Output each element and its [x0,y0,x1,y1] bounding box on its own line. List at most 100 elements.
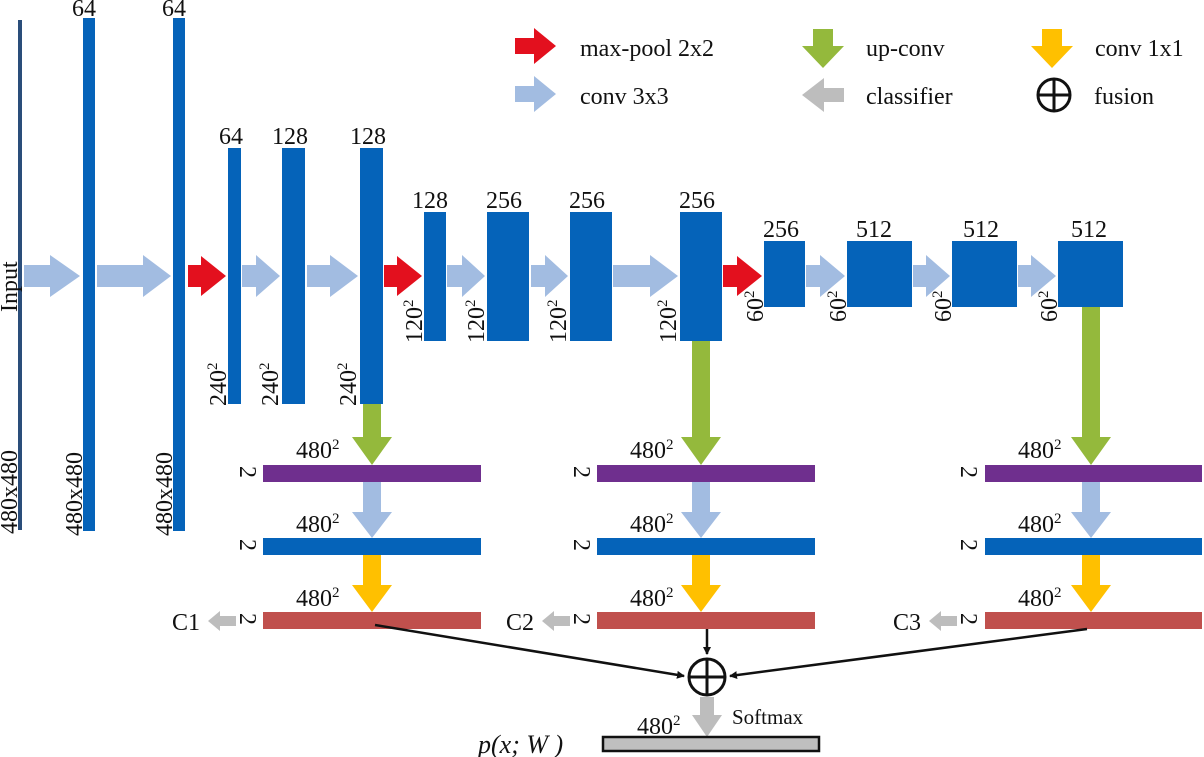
legend: max-pool 2x2 up-conv conv 1x1 conv 3x3 c… [515,28,1184,113]
svg-text:4802: 4802 [1018,511,1062,538]
stage4-block-2 [847,241,912,307]
conv3x3-arrow-10 [1018,255,1056,297]
stage4-size-1: 602 [742,291,769,323]
side-branch-1-conv3x3-arrow [352,482,392,538]
legend-classifier-arrow [802,78,844,112]
side-branch-2-size-label-3: 4802 [630,585,674,612]
svg-text:4802: 4802 [296,511,340,538]
svg-text:2402: 2402 [335,363,362,407]
legend-upconv-arrow [802,29,844,68]
side-branch-2-classifier-label: C2 [506,610,534,636]
side-branch-2-size-label-1: 4802 [630,437,674,464]
output-formula: p(x; W ) [476,730,563,757]
side-branch-2-layer-2 [597,538,815,555]
stage1-channels-1: 64 [72,0,96,22]
svg-text:4802: 4802 [630,511,674,538]
stage3-block-3 [570,212,612,341]
side-branch-1-layer-1 [263,465,481,482]
fusion-line-3 [729,627,1088,680]
stage2-channels-2: 128 [272,124,308,150]
side-branch-3-conv3x3-arrow [1071,482,1111,538]
legend-upconv-label: up-conv [866,36,945,62]
input-size-label: 480x480 [0,450,23,534]
side-branch-3: C3 [893,307,1202,636]
side-branch-1-channels-2: 2 [234,539,260,551]
side-branch-3-channels-3: 2 [955,613,981,625]
svg-text:2402: 2402 [205,363,232,407]
side-branch-2-classifier-arrow [542,611,570,631]
side-branch-3-channels-2: 2 [955,539,981,551]
input-label: Input [0,261,23,312]
stage2-size-2: 2402 [257,363,284,407]
legend-maxpool-arrow [515,28,556,64]
side-branch-3-conv1x1-arrow [1071,555,1111,612]
side-branch-2: C2 [506,341,815,636]
side-branch-1-classifier-arrow [208,611,236,631]
side-branch-3-size-label-3: 4802 [1018,585,1062,612]
svg-text:1202: 1202 [463,300,490,344]
legend-fusion-label: fusion [1094,84,1154,110]
side-branch-3-classifier-label: C3 [893,610,921,636]
side-branch-1-channels-1: 2 [234,466,260,478]
svg-text:602: 602 [930,291,957,323]
side-branch-3-size-label-2: 4802 [1018,511,1062,538]
side-branch-3-channels-1: 2 [955,466,981,478]
stage4-block-3 [952,241,1017,307]
svg-text:1202: 1202 [401,300,428,344]
stage1-block-1 [83,18,95,531]
side-branch-2-conv1x1-arrow [681,555,721,612]
side-branch-2-layer-3 [597,612,815,629]
fusion-line-1 [374,623,685,679]
side-branch-1-upconv-arrow [352,404,392,465]
softmax-arrow [692,697,722,737]
conv3x3-arrow-6 [531,255,568,297]
conv3x3-arrow-5 [447,255,485,297]
stage3-size-2: 1202 [463,300,490,344]
stage3-channels-4: 256 [679,188,715,214]
stage2-size-3: 2402 [335,363,362,407]
stage4-channels-4: 512 [1071,217,1107,243]
legend-classifier-label: classifier [866,84,953,110]
stage4-block-1 [764,241,805,307]
stage2-channels-1: 64 [219,124,243,150]
softmax-label: Softmax [732,705,804,729]
side-branch-1-layer-3 [263,612,481,629]
legend-maxpool-label: max-pool 2x2 [580,36,714,62]
stage3-block-4 [680,212,722,341]
conv3x3-arrow-3 [242,255,280,297]
side-branch-3-classifier-arrow [929,611,957,631]
conv3x3-arrow-9 [913,255,950,297]
svg-text:4802: 4802 [296,437,340,464]
maxpool-arrow-1 [188,256,226,296]
side-branch-1-layer-2 [263,538,481,555]
stage1-size-1: 480x480 [62,452,88,536]
svg-text:4802: 4802 [296,585,340,612]
legend-conv1x1-label: conv 1x1 [1095,36,1184,62]
maxpool-arrow-3 [723,256,762,296]
stage2-size-1: 2402 [205,363,232,407]
stage3-size-4: 1202 [655,300,682,344]
stage3-channels-1: 128 [412,188,448,214]
side-branch-3-layer-1 [985,465,1202,482]
side-branch-1: C1 [172,404,481,636]
svg-text:602: 602 [825,291,852,323]
side-branch-2-layer-1 [597,465,815,482]
svg-text:4802: 4802 [630,585,674,612]
side-branch-3-size-label-1: 4802 [1018,437,1062,464]
legend-conv3x3-label: conv 3x3 [580,84,669,110]
conv3x3-arrow-8 [806,255,845,297]
side-branch-1-channels-3: 2 [234,613,260,625]
stage2-block-1 [228,148,241,404]
side-branch-2-upconv-arrow [681,341,721,465]
side-branch-1-size-label-1: 4802 [296,437,340,464]
svg-text:602: 602 [742,291,769,323]
side-branch-3-layer-3 [985,612,1202,629]
stage4-block-4 [1058,241,1123,307]
stage3-size-3: 1202 [545,300,572,344]
side-branch-1-size-label-2: 4802 [296,511,340,538]
stage4-size-4: 602 [1036,291,1063,323]
stage2-block-2 [282,148,305,404]
svg-text:4802: 4802 [637,713,681,740]
stage2-block-3 [360,148,383,404]
svg-text:1202: 1202 [655,300,682,344]
